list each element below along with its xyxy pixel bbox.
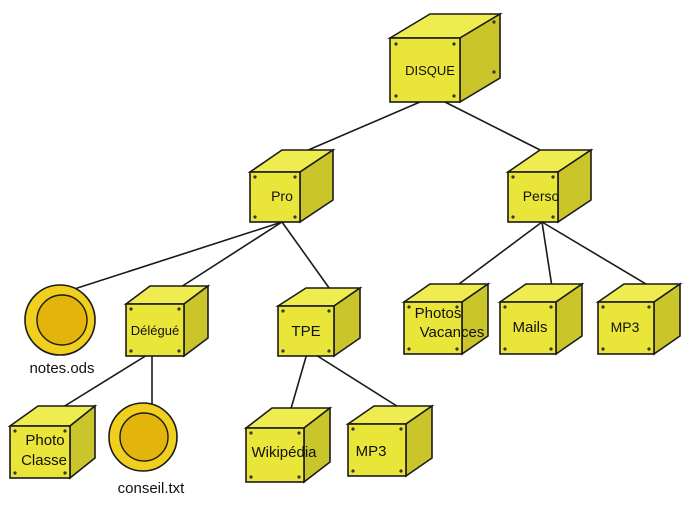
edge-tpe-wikipedia — [289, 349, 309, 413]
file-label: conseil.txt — [118, 480, 186, 497]
folder-label-line2: Classe — [21, 452, 67, 469]
folder-label-line2: Vacances — [420, 324, 485, 341]
folder-box-icon — [401, 282, 491, 356]
folder-tpe[interactable]: TPE — [275, 286, 363, 358]
folder-disque[interactable]: DISQUE — [387, 12, 503, 104]
tree-edges — [54, 101, 652, 413]
edge-disque-perso — [444, 101, 551, 156]
edge-pro-tpe — [281, 221, 333, 293]
folder-label: MP3 — [356, 443, 387, 460]
file-conseil[interactable]: conseil.txt — [108, 402, 186, 497]
file-coin-icon — [24, 284, 96, 356]
edge-perso-photos — [454, 221, 543, 288]
folder-label: Pro — [271, 188, 293, 204]
edge-tpe-mp3 — [307, 349, 401, 409]
edge-delegue-photo — [54, 351, 153, 413]
folder-label: Perso — [523, 188, 560, 204]
folder-label: Mails — [512, 319, 547, 336]
folder-mp3-perso[interactable]: MP3 — [595, 282, 683, 356]
folder-pro[interactable]: Pro — [247, 148, 336, 224]
folder-box-icon — [275, 286, 363, 358]
folder-label-line1: Photo — [25, 432, 64, 449]
folder-box-icon — [505, 148, 594, 224]
folder-box-icon — [123, 284, 211, 358]
folder-box-icon — [247, 148, 336, 224]
edge-perso-mails — [541, 221, 553, 288]
folder-box-icon — [387, 12, 503, 104]
file-notes[interactable]: notes.ods — [24, 284, 96, 377]
folder-delegue[interactable]: Délégué — [123, 284, 211, 358]
folder-perso[interactable]: Perso — [505, 148, 594, 224]
folder-label: DISQUE — [405, 63, 455, 78]
folder-box-icon — [595, 282, 683, 356]
folder-photos-vacances[interactable]: Photos Vacances — [401, 282, 491, 356]
folder-mp3-tpe[interactable]: MP3 — [345, 404, 435, 478]
edge-pro-notes — [64, 221, 283, 293]
folder-box-icon — [345, 404, 435, 478]
folder-box-icon — [243, 406, 333, 484]
folder-label: Délégué — [131, 323, 179, 338]
edge-perso-mp3 — [541, 221, 652, 288]
folder-label: MP3 — [611, 319, 640, 335]
folder-label-line1: Photos — [415, 305, 462, 322]
folder-box-icon — [497, 282, 585, 356]
folder-label: Wikipédia — [251, 444, 317, 461]
folder-wikipedia[interactable]: Wikipédia — [243, 406, 333, 484]
folder-photo-classe[interactable]: Photo Classe — [7, 404, 98, 480]
file-label: notes.ods — [29, 360, 94, 377]
edge-pro-delegue — [169, 221, 283, 295]
file-coin-icon — [108, 402, 178, 472]
folder-box-icon — [7, 404, 98, 480]
folder-mails[interactable]: Mails — [497, 282, 585, 356]
folder-label: TPE — [291, 323, 320, 340]
